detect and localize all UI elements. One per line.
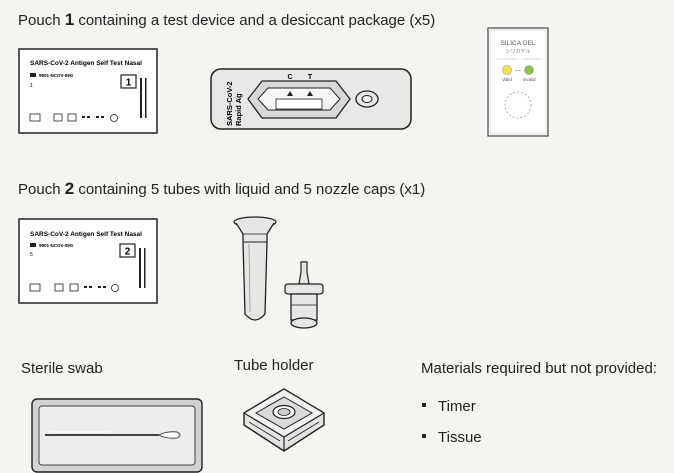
tube-holder (242, 388, 326, 452)
tube-holder-label: Tube holder (234, 357, 314, 374)
materials-title: Materials required but not provided: (421, 360, 657, 377)
device-name-line1: SARS-CoV-2 (225, 81, 234, 126)
invalid-label: Invalid (522, 77, 536, 82)
desiccant-subtitle: シリカゲル (505, 48, 530, 55)
pouch1-label-box-number: 1 (126, 78, 132, 89)
pouch1-heading: Pouch 1 containing a test device and a d… (18, 10, 436, 29)
nozzle-cap (284, 261, 324, 329)
list-item: Tissue (422, 429, 482, 446)
pouch1-label-ref: 9901-NCOV-09G (39, 73, 74, 78)
test-device: C T SARS-CoV-2 Rapid Ag (210, 68, 412, 130)
list-item: Timer (422, 398, 476, 415)
pouch2-label-count: 5 (30, 252, 33, 258)
device-line-c: C (287, 74, 292, 81)
svg-text:⟷: ⟷ (515, 68, 521, 73)
sterile-swab-label: Sterile swab (21, 360, 103, 377)
pouch1-label-count: 1 (30, 83, 33, 89)
pouch2-label: SARS-CoV-2 Antigen Self Test Nasal 9901-… (18, 218, 158, 304)
pouch2-label-title: SARS-CoV-2 Antigen Self Test Nasal (30, 231, 142, 238)
sterile-swab (31, 398, 203, 473)
bullet-icon (422, 403, 426, 408)
invalid-indicator (524, 65, 534, 75)
desiccant-package: SILICA GEL シリカゲル ⟷ Valid Invalid (487, 27, 549, 137)
pouch2-heading: Pouch 2 containing 5 tubes with liquid a… (18, 179, 426, 198)
desiccant-title: SILICA GEL (500, 40, 535, 47)
device-line-t: T (308, 74, 313, 81)
valid-label: Valid (502, 77, 512, 82)
valid-indicator (502, 65, 512, 75)
pouch2-label-box-number: 2 (125, 247, 131, 258)
pouch1-label-title: SARS-CoV-2 Antigen Self Test Nasal (30, 60, 142, 67)
pouch1-label: SARS-CoV-2 Antigen Self Test Nasal 9901-… (18, 48, 158, 134)
liquid-tube (233, 216, 277, 321)
device-name-line2: Rapid Ag (234, 93, 243, 126)
bullet-icon (422, 434, 426, 439)
pouch2-label-ref: 9901-NCOV-09G (39, 243, 74, 248)
